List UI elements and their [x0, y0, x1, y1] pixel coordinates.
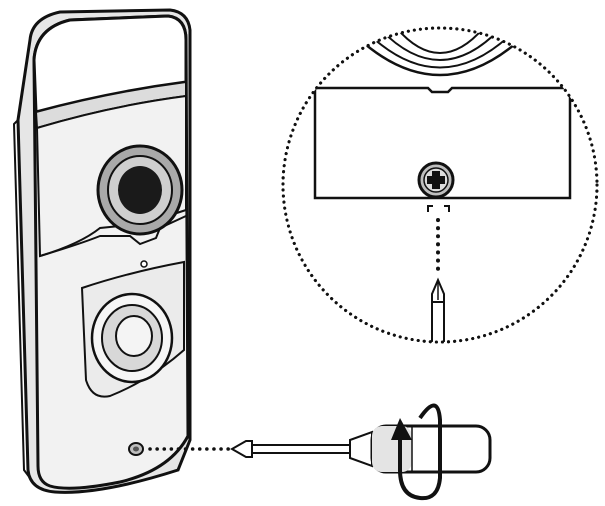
- rotation-ellipse: [398, 403, 442, 501]
- device-sensor-dot: [140, 260, 148, 268]
- device-panel-seam: [39, 215, 187, 257]
- security-screw-icon: [128, 442, 144, 456]
- device-left-edge: [12, 119, 31, 479]
- screwdriver-icon: [229, 424, 492, 474]
- callout-slot-bracket: [427, 205, 450, 212]
- phillips-screw-icon: [417, 161, 455, 199]
- screwdriver-tip: [229, 440, 253, 458]
- doorbell-button-icon: [90, 292, 174, 384]
- rotate-arrow-icon: [391, 403, 442, 501]
- camera-lens-icon: [96, 144, 184, 236]
- zoom-callout-circle: [281, 26, 599, 344]
- rotation-arrowhead: [391, 418, 412, 440]
- video-doorbell-icon: [12, 8, 192, 494]
- callout-enclosure: [313, 86, 572, 200]
- callout-screwdriver-shaft: [431, 301, 445, 342]
- screwdriver-shaft: [251, 444, 351, 454]
- screwdriver-ferrule: [349, 430, 373, 468]
